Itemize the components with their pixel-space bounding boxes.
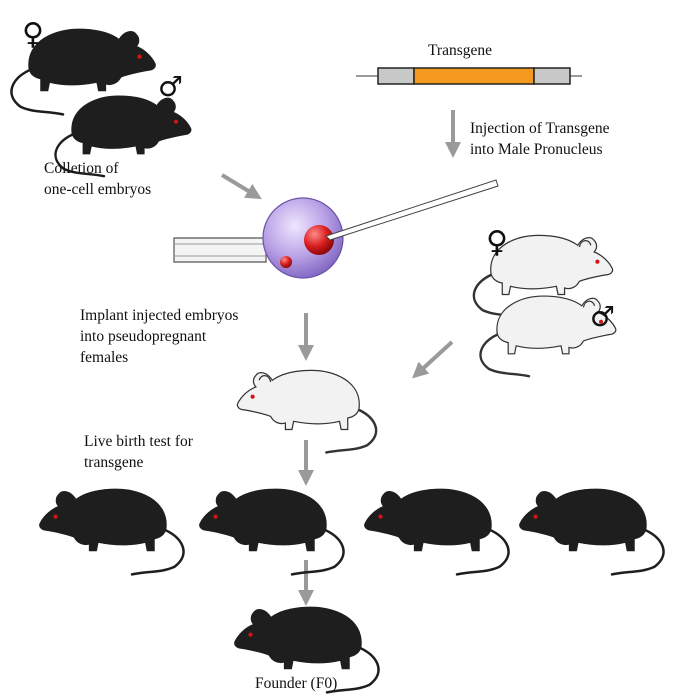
- holding-pipette: [173, 237, 267, 263]
- male-pronucleus: [304, 225, 334, 255]
- arrows: [220, 110, 461, 606]
- female-symbol: ♀: [486, 225, 508, 260]
- pup-mouse: [363, 487, 510, 576]
- step-live-birth: Live birth test for transgene: [84, 433, 193, 471]
- transgene-body: [413, 67, 535, 85]
- polar-body: [280, 256, 292, 268]
- transgene-construct: [356, 67, 582, 85]
- transgene-label: Transgene: [428, 42, 493, 59]
- one-cell-embryo: [173, 179, 499, 279]
- male-symbol: ♂: [590, 300, 615, 333]
- arrow-pseudopregnant: [412, 340, 454, 379]
- male-symbol: ♂: [158, 70, 183, 103]
- step-implant: Implant injected embryos into pseudopreg…: [80, 307, 239, 366]
- pup-mouse: [38, 487, 185, 576]
- pup-mouse: [518, 487, 665, 576]
- transgene-left-flank: [377, 67, 415, 85]
- step-founder: Founder (F0): [255, 675, 338, 692]
- transgene-right-flank: [533, 67, 571, 85]
- injection-needle: [325, 179, 499, 241]
- arrow-collection: [220, 173, 262, 200]
- step-injection: Injection of Transgene into Male Pronucl…: [470, 120, 610, 158]
- pup-mouse: [198, 487, 345, 576]
- step-collection: Colletion of one-cell embryos: [44, 160, 152, 198]
- female-symbol: ♀: [22, 17, 44, 52]
